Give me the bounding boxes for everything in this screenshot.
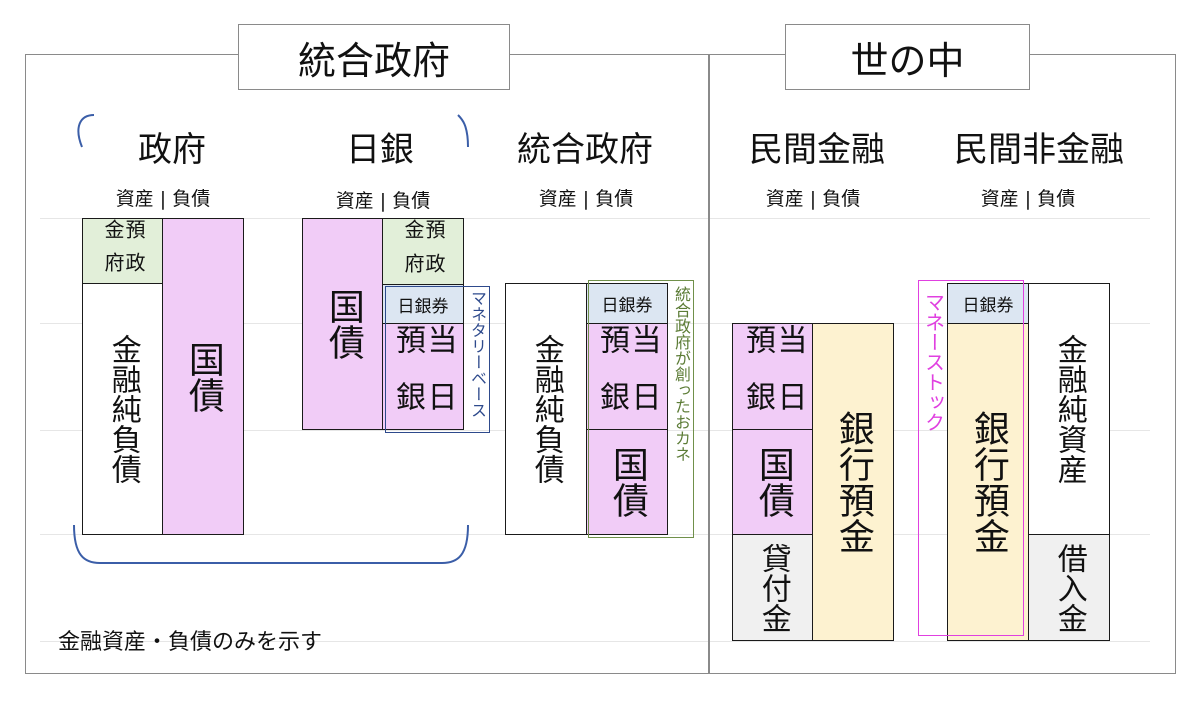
- subheading-assets-liabilities: 資産 | 負債: [335, 190, 431, 212]
- integrated-money-outline: [588, 280, 694, 538]
- private-fin-loans-label: 貸付金: [755, 542, 791, 633]
- column-heading-private-nonfinancial: 民間非金融: [954, 130, 1124, 170]
- boj-current-account-label-a: 日銀: [390, 380, 457, 411]
- gridline: [40, 641, 1150, 642]
- boj-current-account-label-b: 当預: [390, 324, 457, 354]
- private-nonfin-net-assets-block: 金融純資産: [1028, 283, 1110, 535]
- subheading-assets-liabilities: 資産 | 負債: [115, 188, 211, 210]
- integrated-current-account-label-b: 当預: [594, 324, 661, 354]
- integrated-jgb-block: 国債: [586, 429, 668, 535]
- gov-deposit-label-b: 預金: [101, 219, 146, 239]
- gov-deposit-block: 政府 預金: [82, 218, 164, 284]
- gov-deposit-label-a: 政府: [101, 252, 146, 272]
- boj-jgb-block: 国債: [302, 218, 384, 430]
- integrated-notes-block: 日銀券: [586, 283, 668, 324]
- integrated-notes-label: 日銀券: [601, 296, 653, 316]
- private-fin-current-account-label-a: 日銀: [740, 380, 807, 411]
- integrated-net-liabilities-label: 金融純負債: [528, 334, 564, 484]
- gov-boj-bracket: [73, 114, 469, 564]
- private-fin-deposits-block: 銀行預金: [812, 323, 894, 641]
- boj-gov-deposit-label-a: 政府: [401, 252, 446, 273]
- boj-jgb-label: 国債: [322, 288, 364, 360]
- private-nonfin-deposits-block: 銀行預金: [947, 323, 1029, 641]
- money-stock-label-container: マネーストック: [920, 292, 946, 482]
- section-title-society: 世の中: [785, 24, 1030, 90]
- private-fin-jgb-label: 国債: [752, 446, 794, 518]
- subheading-assets-liabilities: 資産 | 負債: [538, 188, 634, 210]
- integrated-money-label: 統合政府が創ったおカネ: [672, 286, 691, 462]
- private-nonfin-notes-block: 日銀券: [947, 283, 1029, 324]
- subheading-assets-liabilities: 資産 | 負債: [765, 188, 861, 210]
- private-fin-current-account-label-b: 当預: [740, 324, 807, 354]
- column-heading-gov: 政府: [138, 130, 206, 170]
- boj-notes-label: 日銀券: [397, 296, 449, 317]
- column-heading-boj: 日銀: [346, 130, 414, 170]
- gridline: [40, 218, 1150, 219]
- gov-net-liabilities-label: 金融純負債: [105, 334, 141, 484]
- integrated-money-label-container: 統合政府が創ったおカネ: [669, 286, 693, 536]
- monetary-base-label: マネタリーベース: [468, 290, 487, 418]
- panel-divider: [708, 54, 710, 674]
- integrated-current-account-label-a: 日銀: [594, 380, 661, 411]
- private-nonfin-deposits-label: 銀行預金: [967, 410, 1009, 554]
- private-fin-jgb-block: 国債: [732, 429, 814, 535]
- money-stock-outline: [918, 280, 1024, 636]
- gov-jgb-block: 国債: [162, 218, 244, 535]
- private-fin-deposits-label: 銀行預金: [832, 410, 874, 554]
- integrated-net-liabilities-block: 金融純負債: [505, 283, 587, 535]
- monetary-base-outline: [385, 286, 490, 433]
- private-nonfin-borrowings-block: 借入金: [1028, 534, 1110, 641]
- integrated-current-account-block: 日銀 当預: [586, 323, 668, 430]
- section-title-integrated-government: 統合政府: [238, 24, 510, 90]
- boj-current-account-block: 日銀 当預: [382, 323, 464, 430]
- private-nonfin-notes-label: 日銀券: [962, 296, 1014, 316]
- gov-net-liabilities-block: 金融純負債: [82, 283, 164, 535]
- money-stock-label: マネーストック: [921, 292, 946, 432]
- subheading-assets-liabilities: 資産 | 負債: [980, 188, 1076, 210]
- integrated-jgb-label: 国債: [606, 446, 648, 518]
- gov-jgb-label: 国債: [182, 340, 224, 413]
- column-heading-private-financial: 民間金融: [749, 130, 885, 170]
- footnote: 金融資産・負債のみを示す: [58, 630, 323, 655]
- column-heading-integrated: 統合政府: [517, 130, 653, 170]
- private-fin-loans-block: 貸付金: [732, 534, 814, 641]
- monetary-base-label-container: マネタリーベース: [466, 290, 488, 430]
- boj-gov-deposit-label-b: 預金: [401, 219, 446, 239]
- private-nonfin-net-assets-label: 金融純資産: [1051, 334, 1087, 484]
- boj-gov-deposit-block: 政府 預金: [382, 218, 464, 285]
- private-nonfin-borrowings-label: 借入金: [1051, 542, 1087, 633]
- private-fin-current-account-block: 日銀 当預: [732, 323, 814, 430]
